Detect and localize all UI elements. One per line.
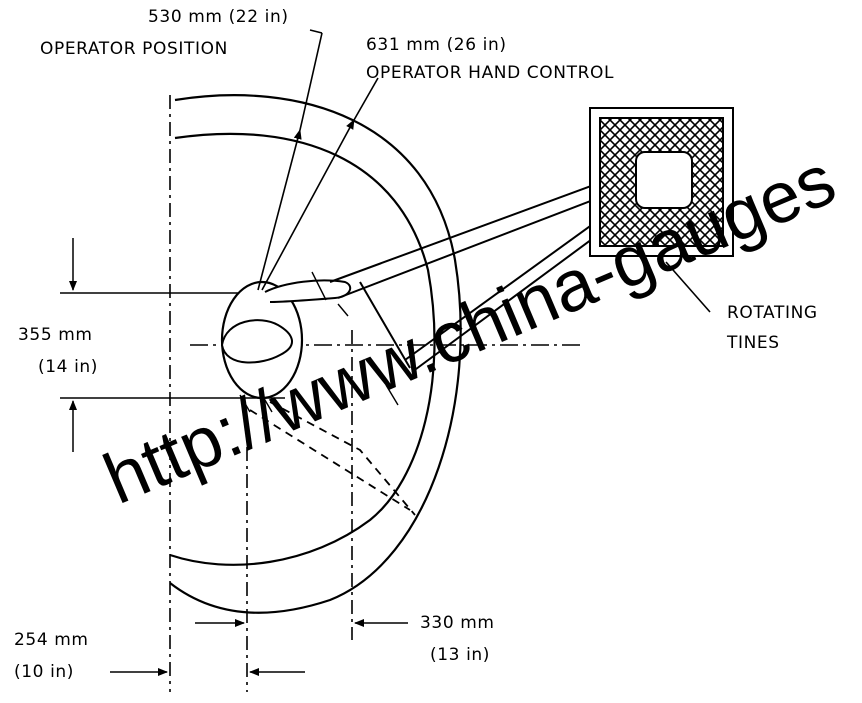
tines-hub xyxy=(635,151,693,209)
operator-arm xyxy=(264,279,352,303)
hand-control-reach-line xyxy=(261,119,355,291)
dim-254-in: (10 in) xyxy=(14,662,74,682)
dashed-path-1 xyxy=(249,409,411,511)
rotating-tines-label-2: TINES xyxy=(726,333,780,353)
operator-position-label: OPERATOR POSITION xyxy=(40,39,228,59)
dim-355-in: (14 in) xyxy=(38,357,98,377)
handle-bar-upper-top xyxy=(329,167,641,283)
watermark-text: http://www.china-gauges xyxy=(93,140,846,520)
rotating-tines-label-1: ROTATING xyxy=(727,303,818,323)
rotating-tines-leader xyxy=(665,261,711,313)
operator-body xyxy=(220,319,293,364)
tick-3 xyxy=(239,394,251,413)
hand-control-leader xyxy=(353,77,379,121)
dim-254-mm: 254 mm xyxy=(14,630,89,650)
operator-position-leader-tick xyxy=(309,29,323,34)
dim-330-in: (13 in) xyxy=(430,645,490,665)
tick-1 xyxy=(311,271,327,301)
outer-reach-arc xyxy=(169,94,462,614)
hand-control-label: OPERATOR HAND CONTROL xyxy=(366,63,614,83)
dashed-path-2 xyxy=(269,401,416,516)
operator-position-value: 530 mm (22 in) xyxy=(148,7,289,27)
handle-strut xyxy=(359,281,411,369)
tick-2 xyxy=(337,303,349,317)
hand-control-value: 631 mm (26 in) xyxy=(366,35,507,55)
dim-330-mm: 330 mm xyxy=(420,613,495,633)
tick-5 xyxy=(385,384,399,406)
tick-4 xyxy=(261,394,273,413)
operator-position-leader xyxy=(299,32,323,131)
inner-reach-arc xyxy=(169,132,436,566)
operator-position-reach-line xyxy=(257,129,302,291)
dim-355-mm: 355 mm xyxy=(18,325,93,345)
